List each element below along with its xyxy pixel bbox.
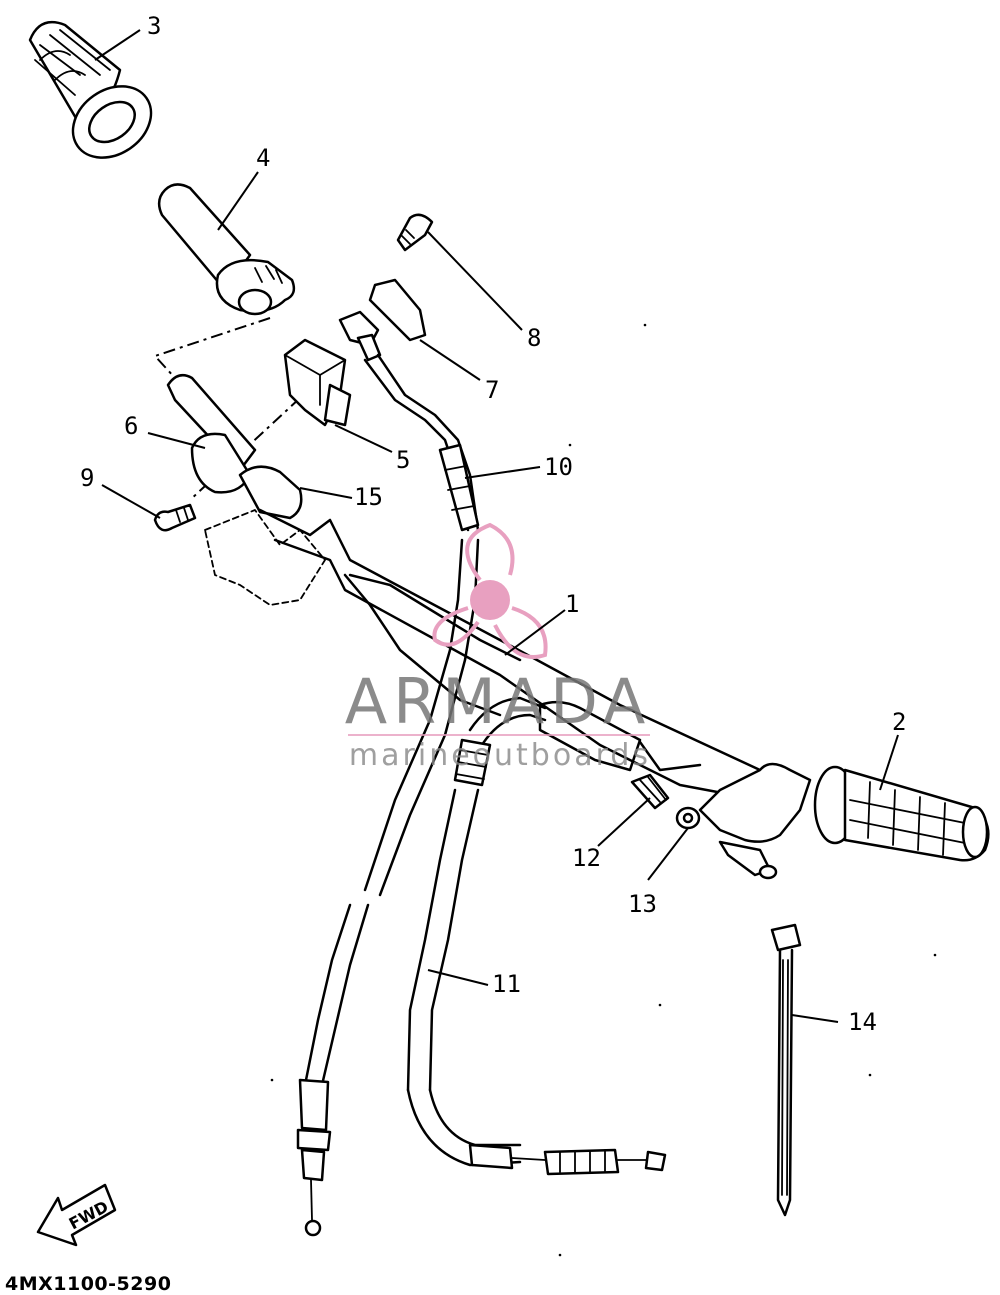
throttle-housing-part	[283, 338, 352, 427]
handlebar-part	[258, 508, 762, 802]
callout-9: 9	[80, 464, 94, 492]
background-specks	[270, 288, 937, 1257]
callout-13: 13	[628, 890, 657, 918]
leader-lines	[94, 29, 899, 1023]
throttle-collar-part	[166, 373, 303, 520]
clamp-outline	[204, 509, 326, 606]
callout-2: 2	[892, 708, 906, 736]
nut-part	[675, 806, 701, 830]
propeller-logo	[432, 522, 548, 659]
grip-right-part	[813, 765, 990, 862]
lever-part	[338, 278, 427, 347]
diagram-code: 4MX1100-5290	[5, 1273, 171, 1295]
callout-14: 14	[848, 1008, 877, 1036]
clutch-cable-part	[406, 696, 667, 1176]
watermark-title: ARMADA	[345, 665, 651, 738]
callout-3: 3	[147, 12, 161, 40]
throttle-grip-part	[157, 183, 296, 316]
watermark: ARMADA marineoutboards	[345, 522, 651, 773]
watermark-subtitle: marineoutboards	[349, 738, 651, 773]
fwd-arrow-icon: FWD	[36, 1183, 117, 1247]
callout-6: 6	[124, 412, 138, 440]
callout-labels: 3 4 5 6 9 15 8 7 10 1 2 12 13 11 14	[80, 12, 906, 1036]
callout-12: 12	[572, 844, 601, 872]
callout-7: 7	[485, 376, 499, 404]
callout-15: 15	[354, 483, 383, 511]
cable-tie-part	[770, 923, 802, 1217]
screw-part	[153, 503, 197, 532]
callout-1: 1	[565, 590, 579, 618]
callout-11: 11	[492, 970, 521, 998]
right-bar-end	[698, 762, 812, 880]
callout-8: 8	[527, 324, 541, 352]
callout-5: 5	[396, 446, 410, 474]
callout-10: 10	[544, 453, 573, 481]
assembly-line-4	[153, 317, 271, 379]
adjuster-part	[630, 773, 670, 810]
callout-4: 4	[256, 144, 270, 172]
grip-left-part	[28, 20, 153, 159]
screw-top-part	[396, 213, 434, 252]
throttle-cable-part	[296, 333, 480, 1237]
